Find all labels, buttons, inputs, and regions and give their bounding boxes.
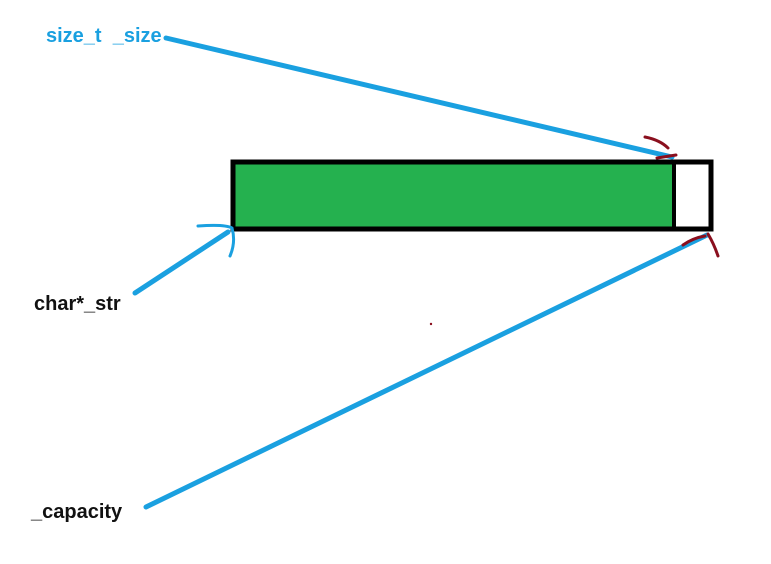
stray-dot xyxy=(429,322,433,326)
capacity-pointer-line xyxy=(143,232,710,510)
buffer-used-region xyxy=(233,162,674,229)
size-arrow-mark xyxy=(643,135,678,160)
str-pointer-hook xyxy=(196,223,236,258)
buffer-outline xyxy=(230,159,714,232)
capacity-arrow-mark xyxy=(681,232,720,258)
buffer-terminator-cell xyxy=(674,162,711,229)
str-pointer-line xyxy=(132,229,231,296)
capacity-label: _capacity xyxy=(31,501,123,523)
size-label: size_t _size xyxy=(46,25,162,47)
str-label: char*_str xyxy=(34,293,121,315)
size-pointer-line xyxy=(163,35,675,160)
